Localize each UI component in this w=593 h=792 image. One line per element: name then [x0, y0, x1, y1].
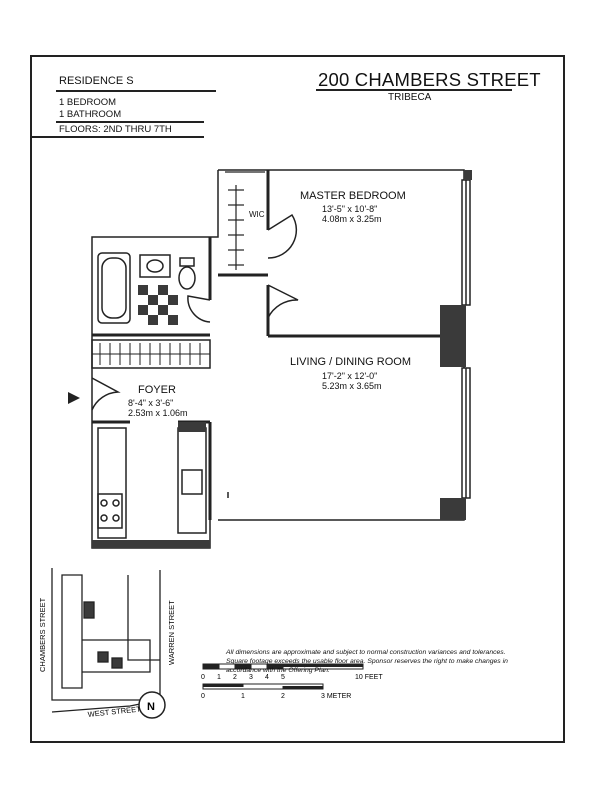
residence-title: RESIDENCE S — [59, 75, 134, 87]
bedroom-count: 1 BEDROOM — [59, 97, 117, 108]
entry-door-swing — [91, 377, 121, 411]
north-compass-icon — [138, 691, 166, 719]
toilet — [178, 266, 196, 290]
toilet-tank — [179, 257, 195, 267]
scale-tick: 3 METER — [321, 693, 351, 700]
floors-info: FLOORS: 2ND THRU 7TH — [59, 124, 172, 135]
street-label: WARREN STREET — [167, 600, 176, 665]
bathroom-count: 1 BATHROOM — [59, 109, 122, 120]
burner — [100, 499, 108, 507]
scale-tick: 0 — [201, 674, 205, 681]
street-label: CHAMBERS STREET — [38, 597, 47, 672]
building-address: 200 CHAMBERS STREET — [318, 69, 541, 90]
scale-tick: 5 — [281, 674, 285, 681]
burner — [100, 514, 108, 522]
north-label: N — [147, 701, 155, 713]
master-bedroom-label: MASTER BEDROOM — [300, 190, 406, 202]
wall-fill — [92, 540, 210, 548]
scale-tick: 0 — [201, 693, 205, 700]
foyer-dim-ft: 8'-4" x 3'-6" — [128, 398, 174, 408]
scale-tick: 1 — [241, 693, 245, 700]
vanity — [139, 254, 171, 278]
stove — [97, 493, 123, 529]
living-dining-dim-ft: 17'-2" x 12'-0" — [322, 371, 378, 381]
living-dining-label: LIVING / DINING ROOM — [290, 356, 412, 368]
master-bedroom-dim-m: 4.08m x 3.25m — [322, 214, 382, 224]
sink — [181, 469, 203, 495]
bathtub — [97, 252, 131, 324]
floorplan-frame: RESIDENCE S 1 BEDROOM 1 BATHROOM FLOORS:… — [30, 55, 565, 743]
header-rule — [56, 90, 216, 92]
scale-tick: 3 — [249, 674, 253, 681]
basin — [146, 259, 164, 273]
entry-arrow-icon — [68, 392, 80, 404]
door-swing — [267, 284, 299, 319]
scale-tick: 1 — [217, 674, 221, 681]
closet-hangers — [92, 343, 210, 365]
burner — [112, 514, 120, 522]
scale-tick: 2 — [233, 674, 237, 681]
keyplan — [51, 568, 161, 713]
scale-tick: 2 — [281, 693, 285, 700]
column — [440, 498, 466, 520]
burner — [112, 499, 120, 507]
kitchen-counter — [97, 427, 127, 539]
master-bedroom-dim-ft: 13'-5" x 10'-8" — [322, 204, 378, 214]
scale-tick: 4 — [265, 674, 269, 681]
header-rule — [32, 136, 204, 138]
scale-bar-feet — [202, 663, 364, 670]
door-swing — [267, 213, 298, 259]
outer-wall — [91, 170, 219, 549]
bathtub-basin — [101, 257, 127, 319]
wall-fill — [178, 422, 206, 432]
street-label: WEST STREET — [87, 704, 141, 719]
wic-label: WIC — [249, 210, 265, 219]
door-swing — [187, 295, 211, 323]
bath-tiles — [138, 285, 178, 325]
column — [440, 305, 466, 367]
foyer-dim-m: 2.53m x 1.06m — [128, 408, 188, 418]
neighborhood: TRIBECA — [388, 92, 432, 103]
disclaimer: All dimensions are approximate and subje… — [226, 649, 508, 674]
scale-bar-meter — [202, 683, 324, 690]
address-rule — [316, 89, 512, 91]
living-dining-dim-m: 5.23m x 3.65m — [322, 381, 382, 391]
column — [464, 170, 472, 180]
header-rule — [56, 121, 204, 123]
scale-tick: 10 FEET — [355, 674, 383, 681]
foyer-label: FOYER — [138, 384, 176, 396]
